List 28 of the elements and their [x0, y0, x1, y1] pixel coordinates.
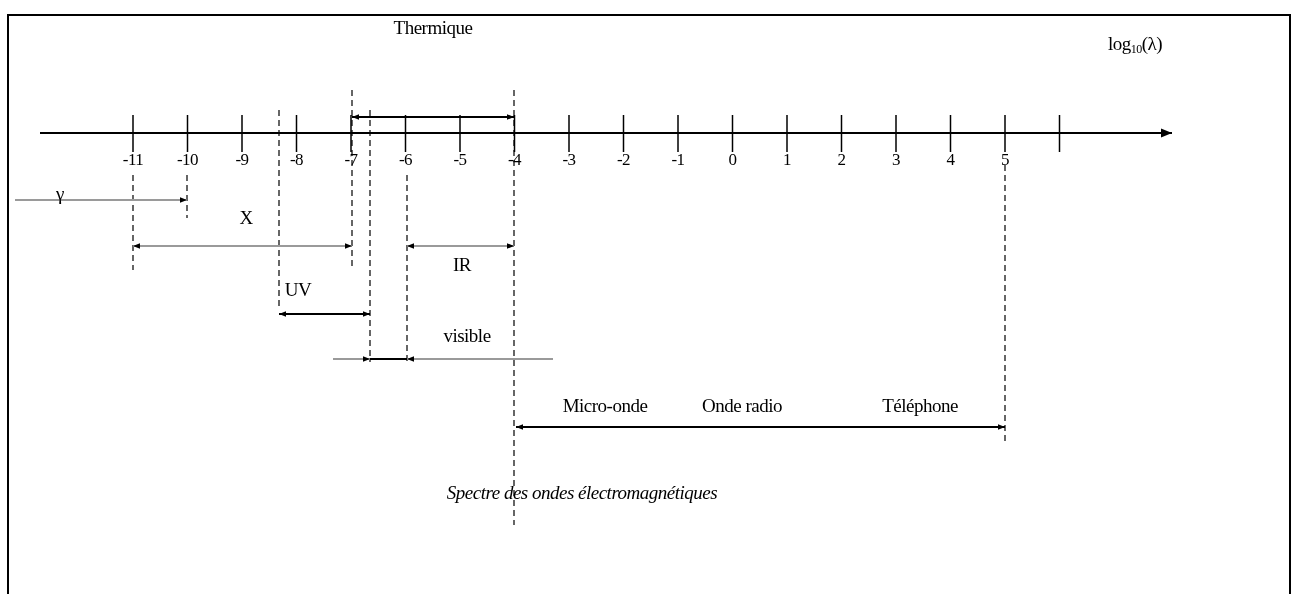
tick-label: -3	[562, 151, 576, 168]
range-label: UV	[284, 280, 312, 299]
tick-label: -4	[507, 151, 522, 168]
tick-label: -10	[176, 151, 199, 168]
tick-label: 5	[1001, 151, 1009, 168]
range-label: Thermique	[393, 18, 473, 37]
range-label: Téléphone	[882, 396, 958, 415]
tick-label: -1	[671, 151, 685, 168]
tick-label: -11	[122, 151, 144, 168]
tick-label: 0	[728, 151, 737, 168]
tick-label: 2	[837, 151, 846, 168]
range-label: log$_{10}$(λ)	[1107, 34, 1163, 53]
range-label: IR	[453, 255, 471, 274]
tick-label: 4	[946, 151, 955, 168]
range-label: Onde radio	[702, 396, 782, 415]
tick-label: -9	[235, 151, 249, 168]
range-label: visible	[443, 326, 491, 345]
range-label: Micro-onde	[562, 396, 648, 415]
tick-label: -2	[616, 151, 631, 168]
tick-label: -7	[344, 151, 358, 168]
tick-label: -5	[453, 151, 467, 168]
tick-label: -6	[398, 151, 413, 168]
caption: Spectre des ondes électromagnétiques	[446, 482, 718, 504]
tick-label: -8	[289, 151, 304, 168]
range-label: γ	[56, 184, 64, 203]
tick-label: 1	[783, 151, 791, 168]
tick-label: 3	[892, 151, 900, 168]
range-label: X	[239, 208, 253, 227]
